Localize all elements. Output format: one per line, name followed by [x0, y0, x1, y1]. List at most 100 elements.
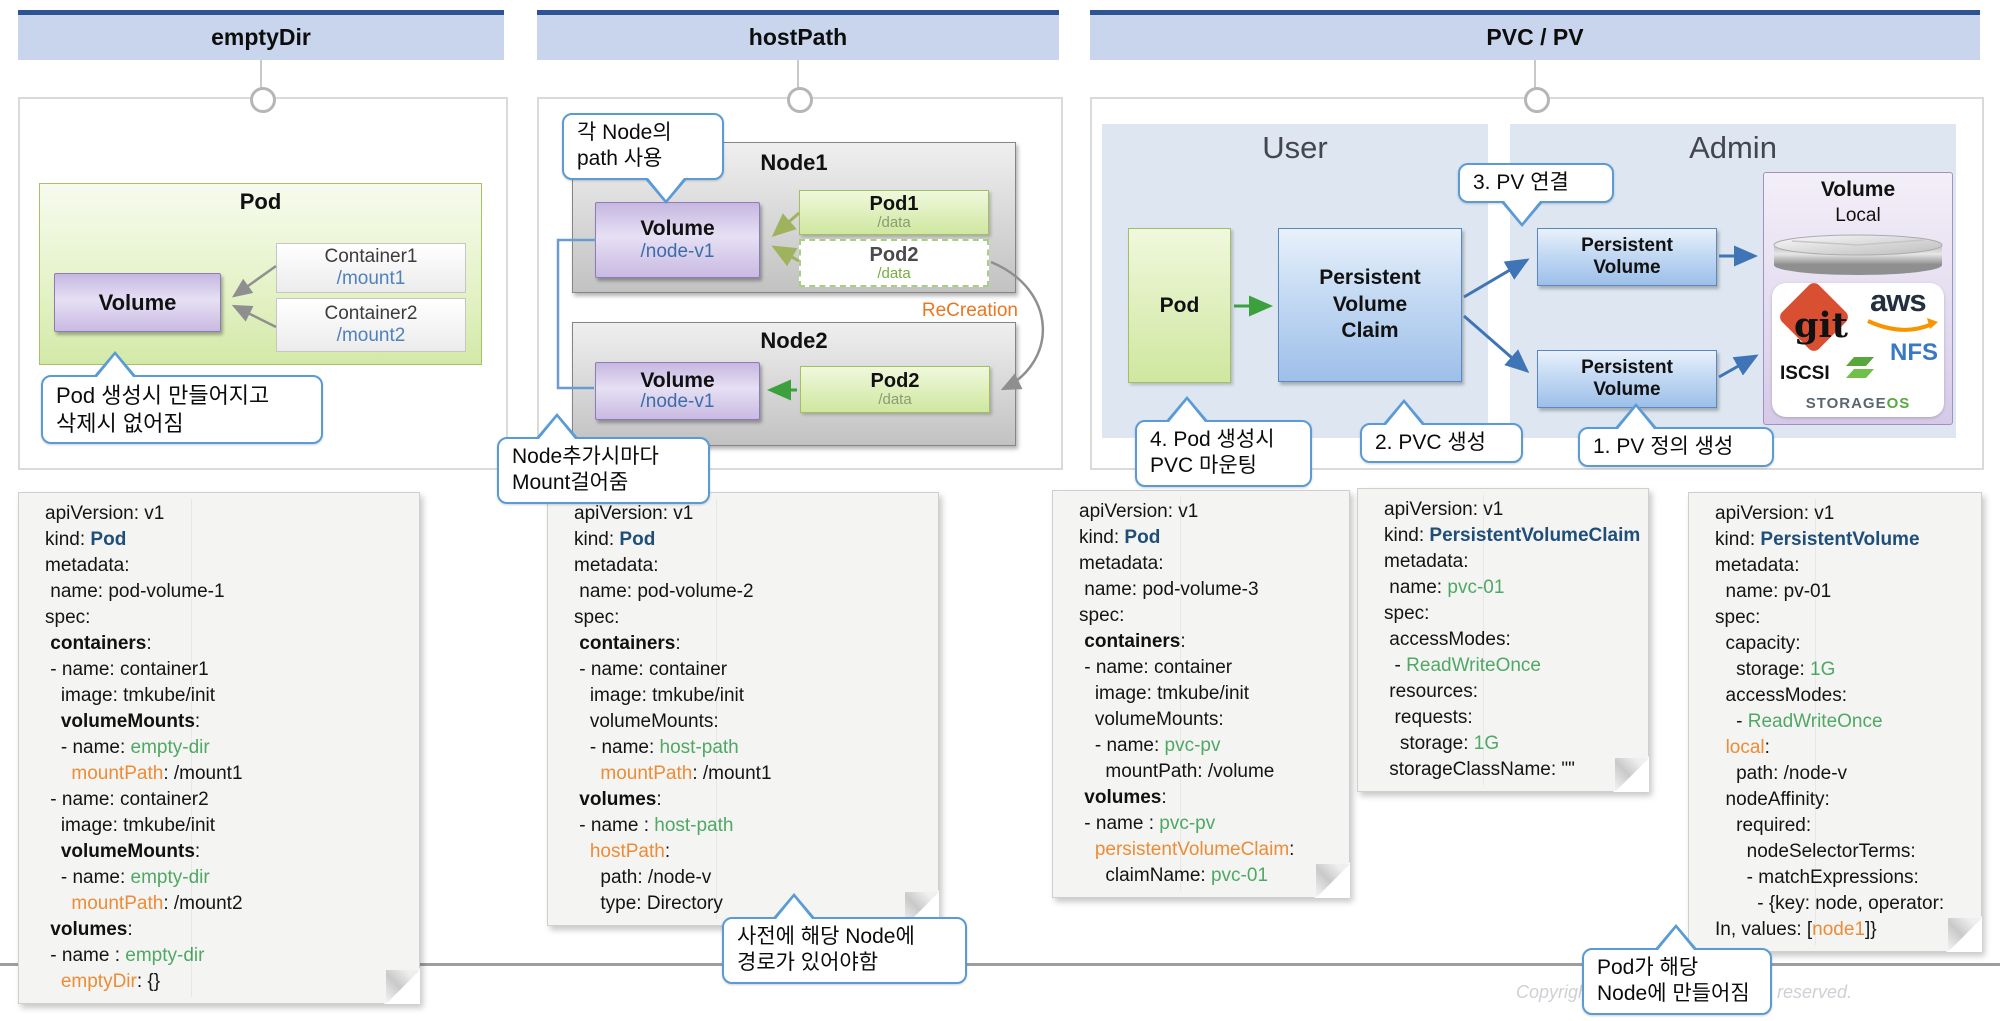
yaml-token: : /mount1 — [163, 763, 243, 784]
container1-mount: /mount1 — [336, 268, 406, 289]
yaml-line: emptyDir: {} — [45, 969, 415, 995]
yaml-line: accessModes: — [1715, 683, 1977, 709]
yaml-token — [1079, 839, 1095, 860]
yaml-token: : — [194, 711, 201, 732]
yaml-token: spec: — [45, 607, 91, 628]
callout-pointer — [1382, 399, 1426, 425]
callout-pointer — [535, 413, 579, 439]
yaml-token: kind: — [574, 529, 620, 550]
yaml-token: node1 — [1812, 919, 1866, 940]
yaml-token: : — [664, 841, 671, 862]
yaml-line: volumeMounts: — [45, 839, 415, 865]
pv-node-callout-line1: Pod가 해당 — [1597, 956, 1699, 979]
yaml-token — [45, 711, 61, 732]
yaml-token: name: pod-volume-1 — [45, 581, 225, 602]
yaml-line: - name: host-path — [574, 735, 934, 761]
yaml-token: : /mount2 — [163, 893, 243, 914]
yaml-line: image: tmkube/init — [45, 683, 415, 709]
yaml-line: accessModes: — [1384, 627, 1644, 653]
pv-node-callout-line2: Node에 만들어짐 — [1597, 982, 1750, 1006]
yaml-token: host-path — [654, 815, 734, 836]
yaml-token: : — [656, 789, 662, 810]
node1-label: Node1 — [760, 150, 828, 175]
yaml-token — [574, 841, 590, 862]
connector-circle — [1524, 87, 1550, 113]
storage-volume-title: Volume — [1820, 178, 1896, 201]
yaml-token: claimName: — [1079, 865, 1211, 886]
hostpath-footer-callout-line2: 경로가 있어야함 — [737, 951, 879, 975]
yaml-line: mountPath: /mount1 — [574, 761, 934, 787]
hostpath-footer-callout: 사전에 해당 Node에 경로가 있어야함 — [722, 893, 967, 984]
pv-create-callout: 1. PV 정의 생성 — [1578, 403, 1774, 468]
yaml-token: : — [1161, 787, 1167, 808]
yaml-token: kind: — [1079, 527, 1125, 548]
yaml-token: metadata: — [1715, 555, 1800, 576]
yaml-token: volumes — [1084, 787, 1162, 808]
pv2-label-line2: Volume — [1593, 379, 1661, 400]
node2-pod-path: /data — [878, 391, 912, 409]
paper-crease — [1814, 499, 1816, 945]
yaml-token: apiVersion: v1 — [45, 503, 165, 524]
hostpath-top-callout-line1: 각 Node의 — [577, 121, 672, 144]
node1-volume-path: /node-v1 — [640, 241, 715, 262]
node2-label: Node2 — [760, 328, 828, 353]
user-region-label: User — [1262, 130, 1328, 165]
yaml-token: - matchExpressions: — [1715, 867, 1919, 888]
yaml-token: metadata: — [574, 555, 659, 576]
hostpath-bottom-callout: Node추가시마다 Mount걸어줌 — [497, 413, 710, 504]
yaml-line: metadata: — [45, 553, 415, 579]
yaml-token: - — [1384, 655, 1407, 676]
yaml-line: - name: empty-dir — [45, 865, 415, 891]
yaml-token: kind: — [45, 529, 91, 550]
pod-mount-callout: 4. Pod 생성시 PVC 마운팅 — [1135, 396, 1312, 487]
yaml-line: - ReadWriteOnce — [1384, 653, 1644, 679]
yaml-line: hostPath: — [574, 839, 934, 865]
yaml-line: type: Directory — [574, 891, 934, 917]
yaml-token: containers — [50, 633, 147, 654]
node1-pod2-name: Pod2 — [869, 243, 919, 266]
yaml-token — [45, 893, 71, 914]
yaml-token: Pod — [90, 529, 127, 550]
yaml-token: Pod — [1124, 527, 1161, 548]
yaml-token: volumes — [579, 789, 657, 810]
yaml-token: : — [675, 633, 681, 654]
yaml-line: - name: container1 — [45, 657, 415, 683]
recreation-label: ReCreation — [921, 300, 1018, 321]
paper-crease — [1482, 495, 1484, 785]
storageos-icon — [1846, 357, 1874, 378]
header-hostpath: hostPath — [537, 10, 1059, 60]
yaml-line: nodeSelectorTerms: — [1715, 839, 1977, 865]
yaml-line: apiVersion: v1 — [1079, 499, 1345, 525]
callout-pointer — [644, 177, 688, 204]
yaml-token: pvc-pv — [1164, 735, 1221, 756]
yaml-token: spec: — [1715, 607, 1761, 628]
yaml-line: apiVersion: v1 — [1715, 501, 1977, 527]
yaml-line: capacity: — [1715, 631, 1977, 657]
header-emptydir: emptyDir — [18, 10, 504, 60]
pv-link-callout: 3. PV 연결 — [1458, 163, 1614, 228]
yaml-token: kind: — [1715, 529, 1761, 550]
yaml-line: volumes: — [45, 917, 415, 943]
yaml-token: - name: — [45, 737, 131, 758]
yaml-token: : — [1180, 631, 1186, 652]
yaml-line: spec: — [574, 605, 934, 631]
yaml-line: name: pvc-01 — [1384, 575, 1644, 601]
connector-circle — [787, 87, 813, 113]
yaml-token: : — [127, 919, 133, 940]
yaml-line: required: — [1715, 813, 1977, 839]
node1-pod2-box: Pod2 /data — [799, 239, 989, 287]
yaml-token: storage: — [1384, 733, 1474, 754]
yaml-token: containers — [1084, 631, 1181, 652]
yaml-line: volumes: — [1079, 785, 1345, 811]
yaml-token: - {key: node, operator: — [1715, 893, 1945, 914]
pod-mount-callout-line2: PVC 마운팅 — [1150, 454, 1257, 478]
node2-volume-path: /node-v1 — [640, 391, 715, 413]
volume-box-label: Volume — [98, 289, 177, 315]
node1-volume-label: Volume — [640, 217, 715, 240]
yaml-token — [45, 841, 61, 862]
yaml-token: name: pod-volume-2 — [574, 581, 754, 602]
yaml-token: empty-dir — [130, 867, 210, 888]
emptydir-callout-line2: 삭제시 없어짐 — [56, 410, 184, 436]
